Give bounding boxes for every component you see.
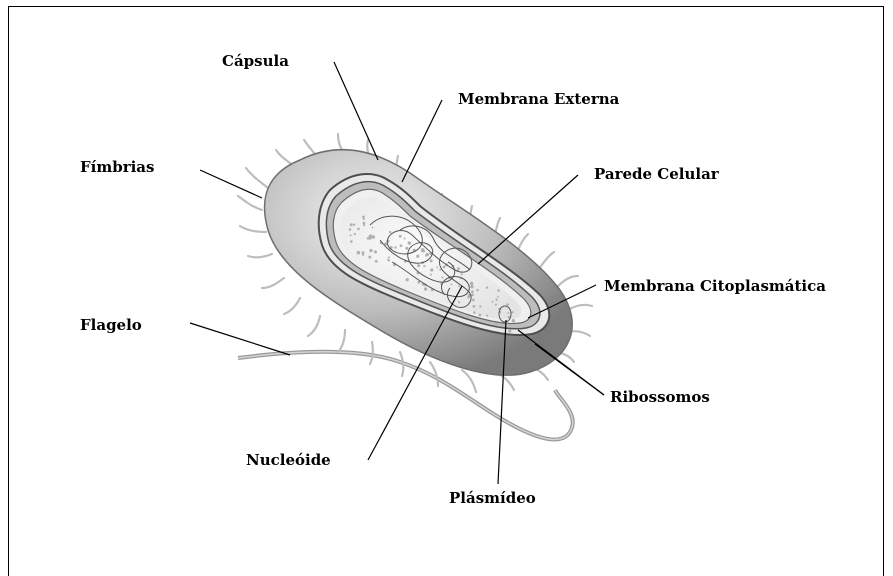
ribosome-dot	[368, 256, 371, 259]
ribosome-dot	[470, 282, 474, 286]
ribosome-dot	[372, 227, 374, 229]
ribosome-dot	[406, 278, 409, 281]
ribosome-dot	[421, 248, 425, 252]
ribosome-dot	[506, 303, 509, 306]
ribosome-dot	[495, 324, 497, 326]
ribosome-dot	[507, 312, 509, 314]
ribosome-dot	[372, 235, 375, 238]
ribosome-dot	[512, 321, 514, 323]
label-capsula: Cápsula	[222, 52, 289, 70]
ribosome-dot	[441, 276, 443, 278]
ribosome-dot	[405, 247, 408, 250]
ribosome-dot	[472, 299, 475, 302]
ribosome-dot	[486, 315, 488, 317]
ribosome-dot	[497, 289, 500, 292]
ribosome-dot	[430, 259, 433, 262]
ribosome-dot	[357, 228, 360, 231]
ribosome-dot	[350, 223, 353, 226]
ribosome-dot	[486, 286, 488, 288]
ribosome-dot	[354, 233, 356, 235]
ribosome-dot	[387, 259, 389, 261]
ribosome-dot	[399, 235, 402, 238]
ribosome-dot	[511, 311, 513, 313]
ribosome-dot	[495, 303, 497, 305]
label-nucleoide: Nucleóide	[246, 451, 331, 469]
ribosome-dot	[430, 274, 432, 276]
ribosome-dot	[388, 256, 390, 258]
ribosome-dot	[450, 283, 452, 285]
ribosome-dot	[408, 241, 411, 244]
ribosome-dot	[508, 329, 511, 332]
ribosome-dot	[394, 246, 396, 248]
ribosome-dot	[353, 223, 355, 225]
ribosome-dot	[367, 237, 370, 240]
ribosome-dot	[470, 285, 473, 288]
ribosome-dot	[417, 264, 420, 267]
ribosome-dot	[374, 250, 377, 253]
ribosome-dot	[363, 224, 365, 226]
ribosome-dot	[479, 305, 481, 307]
ribosome-dot	[430, 268, 433, 271]
ribosome-dot	[424, 287, 427, 290]
label-fimbrias: Fímbrias	[80, 158, 154, 176]
ribosome-dot	[425, 254, 428, 257]
ribosome-dot	[350, 234, 352, 236]
ribosome-dot	[350, 240, 353, 243]
ribosome-dot	[404, 238, 406, 240]
ribosome-dot	[389, 231, 391, 233]
label-membrana-citoplasmatica: Membrana Citoplasmática	[604, 277, 826, 295]
label-membrana-externa: Membrana Externa	[458, 90, 620, 108]
ribosome-dot	[495, 299, 497, 301]
ribosome-dot	[473, 305, 476, 308]
ribosome-dot	[400, 244, 403, 247]
ribosome-dot	[492, 301, 494, 303]
ribosome-dot	[369, 234, 372, 237]
ribosome-dot	[461, 273, 463, 275]
ribosome-dot	[471, 290, 474, 293]
ribosome-dot	[416, 255, 419, 258]
leader-flagelo	[190, 323, 290, 355]
ribosome-dot	[479, 314, 482, 317]
ribosome-dot	[436, 267, 438, 269]
ribosome-dot	[423, 265, 425, 267]
ribosome-dot	[362, 216, 365, 219]
leader-membrana-externa	[402, 100, 442, 182]
ribosome-dot	[363, 222, 366, 225]
ribosome-dot	[508, 316, 510, 318]
ribosome-dot	[369, 249, 372, 252]
ribosome-dot	[473, 311, 476, 314]
ribosome-dot	[458, 285, 460, 287]
label-flagelo: Flagelo	[80, 316, 142, 334]
ribosome-dot	[443, 265, 446, 268]
ribosome-dot	[349, 228, 352, 231]
ribosome-dot	[471, 294, 474, 297]
ribosome-dot	[375, 260, 378, 263]
leader-parede-celular	[478, 175, 578, 264]
label-plasmideo: Plásmídeo	[449, 489, 536, 507]
ribosome-dot	[357, 251, 361, 255]
ribosome-dot	[362, 254, 364, 256]
ribosome-dot	[497, 296, 499, 298]
ribosome-dot	[476, 289, 478, 291]
label-parede-celular: Parede Celular	[594, 165, 720, 183]
ribosome-dot	[458, 301, 460, 303]
ribosome-dot	[363, 218, 365, 220]
ribosome-dot	[457, 267, 460, 270]
label-ribossomos: Ribossomos	[610, 388, 710, 406]
